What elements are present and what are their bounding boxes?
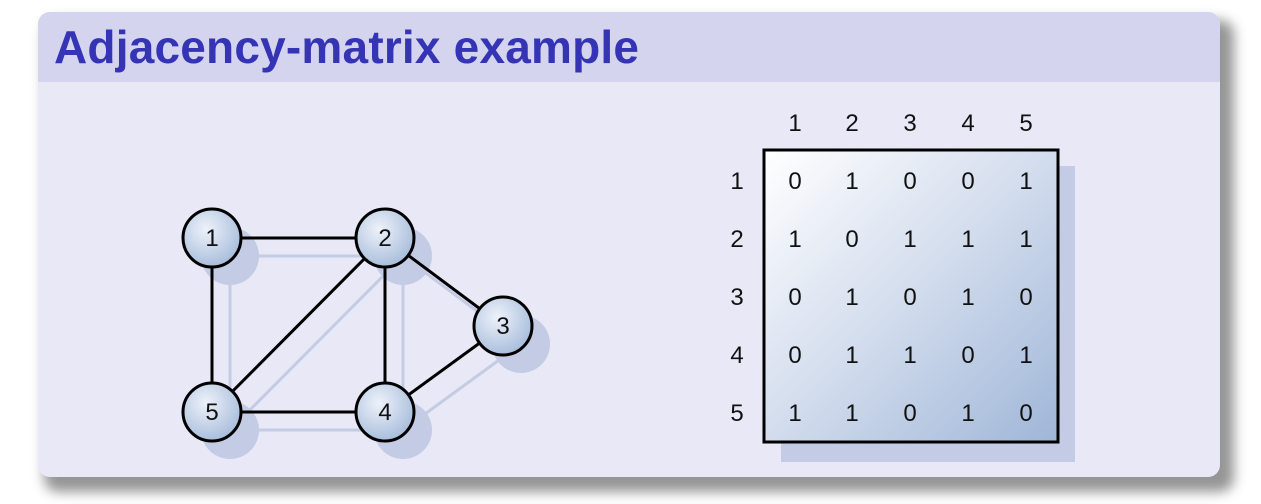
node-label-5: 5 <box>205 399 218 426</box>
matrix-row-headers: 1 2 3 4 5 <box>730 168 743 427</box>
slide-title: Adjacency-matrix example <box>54 21 640 73</box>
matrix-col-header-3: 3 <box>903 110 916 137</box>
matrix-row-header-1: 1 <box>730 168 743 195</box>
matrix-cell-1-5: 1 <box>1019 168 1032 195</box>
matrix-cell-2-1: 1 <box>788 226 801 253</box>
matrix-box <box>762 148 1060 444</box>
node-label-1: 1 <box>205 225 218 252</box>
matrix-cell-5-3: 0 <box>903 400 916 427</box>
matrix-row-header-3: 3 <box>730 284 743 311</box>
matrix-col-header-1: 1 <box>788 110 801 137</box>
matrix-cell-4-5: 1 <box>1019 342 1032 369</box>
matrix-cell-1-3: 0 <box>903 168 916 195</box>
node-label-3: 3 <box>496 313 509 340</box>
edge-shadow-2-5 <box>228 254 405 432</box>
matrix-cell-3-3: 0 <box>903 284 916 311</box>
matrix-cell-3-5: 0 <box>1019 284 1032 311</box>
graph-nodes: 1 2 3 4 5 <box>181 207 534 443</box>
matrix-row-header-4: 4 <box>730 342 743 369</box>
matrix-cell-3-4: 1 <box>961 284 974 311</box>
node-1 <box>181 207 243 269</box>
matrix-cell-5-5: 0 <box>1019 400 1032 427</box>
matrix-cells: 0 1 0 0 1 1 0 1 1 1 0 1 0 1 0 0 1 1 0 1 1 1 0 1 0 <box>788 168 1032 427</box>
matrix-cell-5-4: 1 <box>961 400 974 427</box>
matrix-cell-3-1: 0 <box>788 284 801 311</box>
matrix-col-header-4: 4 <box>961 110 974 137</box>
matrix-cell-2-4: 1 <box>961 226 974 253</box>
node-3 <box>472 295 534 357</box>
matrix-cell-4-3: 1 <box>903 342 916 369</box>
adjacency-matrix <box>762 148 1075 462</box>
matrix-row-header-2: 2 <box>730 226 743 253</box>
node-label-4: 4 <box>378 399 391 426</box>
matrix-cell-4-2: 1 <box>845 342 858 369</box>
matrix-cell-2-3: 1 <box>903 226 916 253</box>
edge-2-5 <box>210 236 387 414</box>
matrix-column-headers: 1 2 3 4 5 <box>788 110 1032 137</box>
matrix-cell-2-2: 0 <box>845 226 858 253</box>
matrix-col-header-2: 2 <box>845 110 858 137</box>
matrix-cell-5-1: 1 <box>788 400 801 427</box>
node-label-2: 2 <box>378 225 391 252</box>
matrix-cell-4-4: 0 <box>961 342 974 369</box>
matrix-cell-1-1: 0 <box>788 168 801 195</box>
matrix-col-header-5: 5 <box>1019 110 1032 137</box>
matrix-cell-4-1: 0 <box>788 342 801 369</box>
matrix-cell-2-5: 1 <box>1019 226 1032 253</box>
node-5 <box>181 381 243 443</box>
title-bar: Adjacency-matrix example <box>38 12 1220 82</box>
matrix-cell-1-2: 1 <box>845 168 858 195</box>
matrix-cell-1-4: 0 <box>961 168 974 195</box>
matrix-row-header-5: 5 <box>730 400 743 427</box>
node-2 <box>354 207 416 269</box>
node-4 <box>354 381 416 443</box>
matrix-cell-5-2: 1 <box>845 400 858 427</box>
matrix-cell-3-2: 1 <box>845 284 858 311</box>
